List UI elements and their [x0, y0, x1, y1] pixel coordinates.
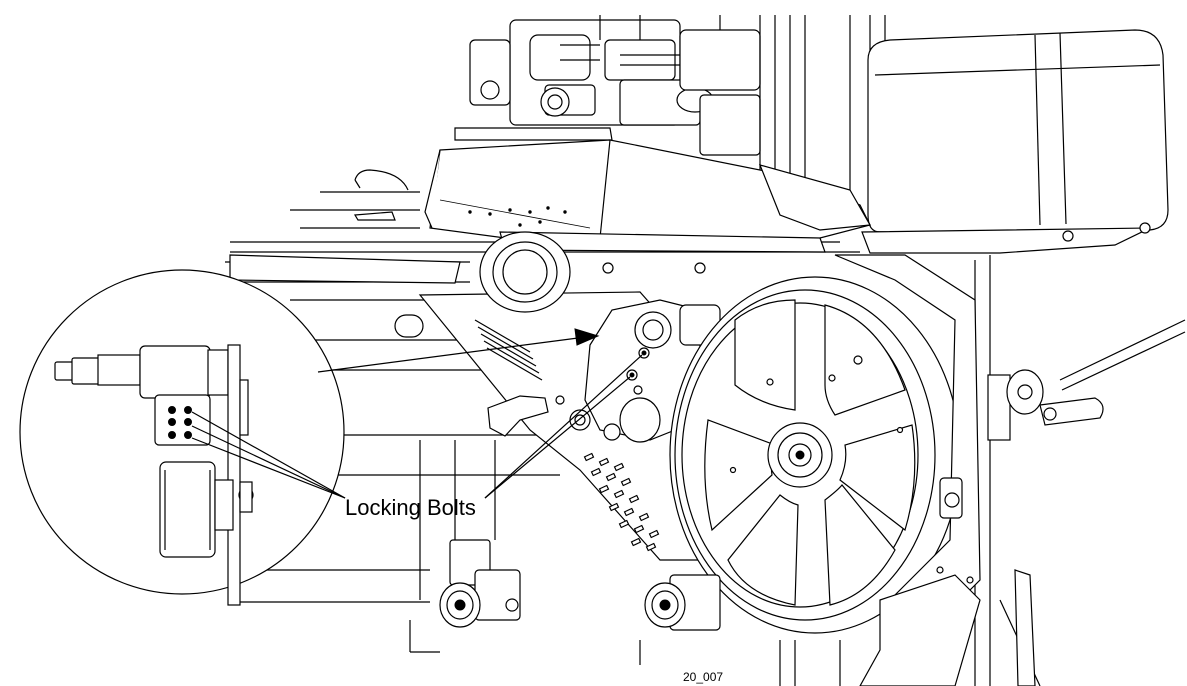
upper-idler-wheel — [479, 231, 706, 313]
detail-arrow — [317, 328, 600, 373]
vent-holes — [583, 452, 660, 552]
lower-guide-roller-left — [409, 539, 521, 653]
tension-bracket — [487, 299, 721, 443]
slot-cutout — [394, 314, 424, 338]
locking-bolts-label: Locking Bolts — [345, 495, 476, 520]
callout-leaders — [191, 354, 643, 499]
engine-assembly — [469, 15, 761, 156]
lower-guide-roller-right — [639, 574, 721, 665]
locking-bolt-set-main — [626, 347, 650, 395]
wheel-housing-right — [834, 254, 1186, 686]
motor-cover — [861, 29, 1169, 254]
deck-plates — [229, 127, 871, 284]
vertical-mast — [759, 15, 991, 686]
figure-id: 20_007 — [683, 670, 723, 684]
main-band-wheel — [669, 276, 961, 634]
locking-bolt-set-detail — [168, 406, 192, 439]
detail-inset — [19, 269, 345, 606]
